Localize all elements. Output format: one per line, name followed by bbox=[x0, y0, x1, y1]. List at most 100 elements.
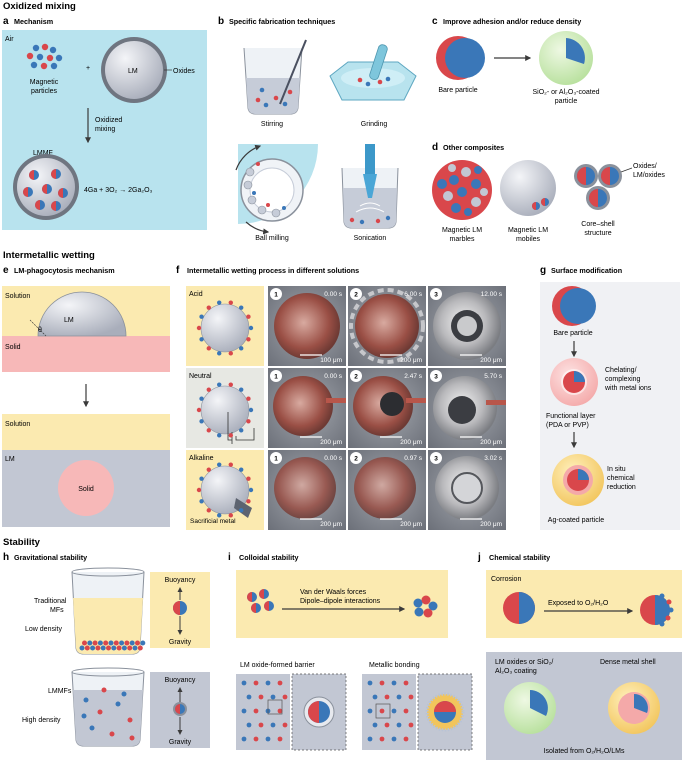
particle bbox=[379, 708, 385, 714]
panel-d-title: Other composites bbox=[443, 143, 504, 152]
theta-label: θ bbox=[38, 327, 42, 334]
buoyancy-label-1: Buoyancy bbox=[165, 577, 196, 584]
scale-bar-label: 200 μm bbox=[320, 521, 342, 528]
coating-label-2: Al₂O₃ coating bbox=[495, 668, 537, 675]
particle bbox=[121, 691, 127, 697]
panel-letter-j: j bbox=[477, 552, 481, 563]
functional-layer-particle bbox=[550, 358, 598, 406]
particle bbox=[95, 645, 101, 651]
micrograph-alkaline-2: 2 0.97 s 200 μm bbox=[348, 450, 426, 530]
particle bbox=[372, 694, 378, 700]
time-stamp: 6.00 s bbox=[404, 291, 422, 298]
panel-c-title: Improve adhesion and/or reduce density bbox=[443, 17, 581, 26]
particle bbox=[246, 314, 251, 319]
particle bbox=[129, 640, 135, 646]
step-number: 1 bbox=[274, 292, 278, 299]
sedimented-particles bbox=[79, 640, 146, 651]
panel-b: b Specific fabrication techniques Stirri… bbox=[218, 16, 417, 242]
panel-letter-i: i bbox=[228, 552, 231, 563]
buoyancy-label-2: Buoyancy bbox=[165, 677, 196, 684]
chelating-label-2: complexing bbox=[605, 376, 641, 383]
particle bbox=[403, 680, 409, 686]
particle bbox=[206, 305, 211, 310]
magnetic-particles-cluster bbox=[26, 43, 63, 70]
surface-particles bbox=[196, 300, 254, 518]
insitu-label-3: reduction bbox=[607, 484, 636, 491]
time-stamp: 0.00 s bbox=[324, 455, 342, 462]
particle bbox=[108, 640, 114, 646]
particle bbox=[246, 396, 251, 401]
particle bbox=[79, 645, 85, 651]
time-stamp: 0.00 s bbox=[324, 373, 342, 380]
time-stamp: 2.47 s bbox=[404, 373, 422, 380]
particle bbox=[391, 680, 397, 686]
air-label: Air bbox=[5, 36, 14, 43]
metal-shell-particle bbox=[608, 682, 660, 734]
micrograph-alkaline-1: 1 0.00 s 200 μm bbox=[268, 450, 346, 530]
g-bare-particle-label: Bare particle bbox=[553, 330, 592, 337]
particle bbox=[97, 709, 103, 715]
micrograph-grid: 1 0.00 s 100 μm 2 6.00 s 200 μm bbox=[268, 286, 506, 530]
magnetic-lm-mobile bbox=[500, 160, 556, 216]
lmmf-label: LMMF bbox=[33, 150, 53, 157]
panel-letter-e: e bbox=[3, 265, 9, 276]
particle bbox=[217, 513, 222, 518]
panel-a-title: Mechanism bbox=[14, 17, 53, 26]
lm-droplet-label: LM bbox=[64, 317, 74, 324]
particle bbox=[241, 680, 247, 686]
lm-wetting-droplet bbox=[37, 291, 127, 337]
particle bbox=[87, 640, 93, 646]
scale-bar-label: 200 μm bbox=[400, 521, 422, 528]
particle bbox=[199, 314, 204, 319]
time-stamp: 5.70 s bbox=[484, 373, 502, 380]
particle bbox=[277, 680, 283, 686]
particle bbox=[217, 300, 222, 305]
oxidation-equation: 4Ga + 3O₂ → 2Ga₂O₃ bbox=[84, 187, 153, 194]
scale-bar-label: 200 μm bbox=[400, 439, 422, 446]
oxides-lm-label-2: LM/oxides bbox=[633, 172, 665, 179]
particle bbox=[199, 419, 204, 424]
particle bbox=[206, 508, 211, 513]
particle bbox=[217, 433, 222, 438]
oxides-label: Oxides bbox=[173, 68, 195, 75]
dense-shell-label: Dense metal shell bbox=[600, 659, 656, 666]
particle bbox=[206, 387, 211, 392]
particle bbox=[228, 433, 233, 438]
vdw-label: Van der Waals forces bbox=[300, 589, 367, 596]
oxidized-mixing-label-1: Oxidized bbox=[95, 117, 122, 124]
particle bbox=[228, 513, 233, 518]
particle bbox=[265, 680, 271, 686]
particle bbox=[384, 722, 390, 728]
micrograph-alkaline-3: 3 3.02 s 200 μm bbox=[428, 450, 506, 530]
micrograph-neutral-1: 1 0.00 s 200 μm bbox=[268, 368, 346, 448]
particle bbox=[282, 722, 288, 728]
plus-sign: + bbox=[86, 65, 90, 72]
section-intermetallic-wetting: Intermetallic wetting bbox=[3, 250, 95, 261]
magnetic-lm-marble bbox=[432, 160, 492, 220]
particle bbox=[248, 487, 254, 493]
magnetic-particles-label-2: particles bbox=[31, 88, 58, 95]
lmmfs-label: LMMFs bbox=[48, 688, 72, 695]
micrograph-acid-1: 1 0.00 s 100 μm bbox=[268, 286, 346, 366]
acid-droplet-schematic bbox=[200, 303, 250, 353]
particle bbox=[246, 337, 251, 342]
panel-i: i Colloidal stability Van der Waals forc… bbox=[228, 552, 473, 751]
solid-label: Solid bbox=[5, 344, 21, 351]
lm-droplet bbox=[105, 41, 163, 99]
particle bbox=[113, 640, 119, 646]
particle bbox=[391, 736, 397, 742]
coating-label-1: LM oxides or SiO₂/ bbox=[495, 659, 553, 666]
core-shell-particles bbox=[574, 164, 622, 210]
corroded-particle bbox=[640, 593, 674, 627]
micrograph-acid-2: 2 6.00 s 200 μm bbox=[348, 286, 426, 366]
particle bbox=[408, 694, 414, 700]
particle bbox=[140, 640, 146, 646]
panel-letter-d: d bbox=[432, 142, 438, 153]
particle bbox=[196, 325, 202, 331]
lmmf-beaker bbox=[71, 667, 145, 747]
isolated-label: Isolated from O₂/H₂O/LMs bbox=[544, 748, 625, 755]
panel-f: f Intermetallic wetting process in diffe… bbox=[176, 265, 506, 530]
row-label-neutral: Neutral bbox=[189, 373, 212, 380]
engulfed-solid bbox=[58, 460, 114, 516]
